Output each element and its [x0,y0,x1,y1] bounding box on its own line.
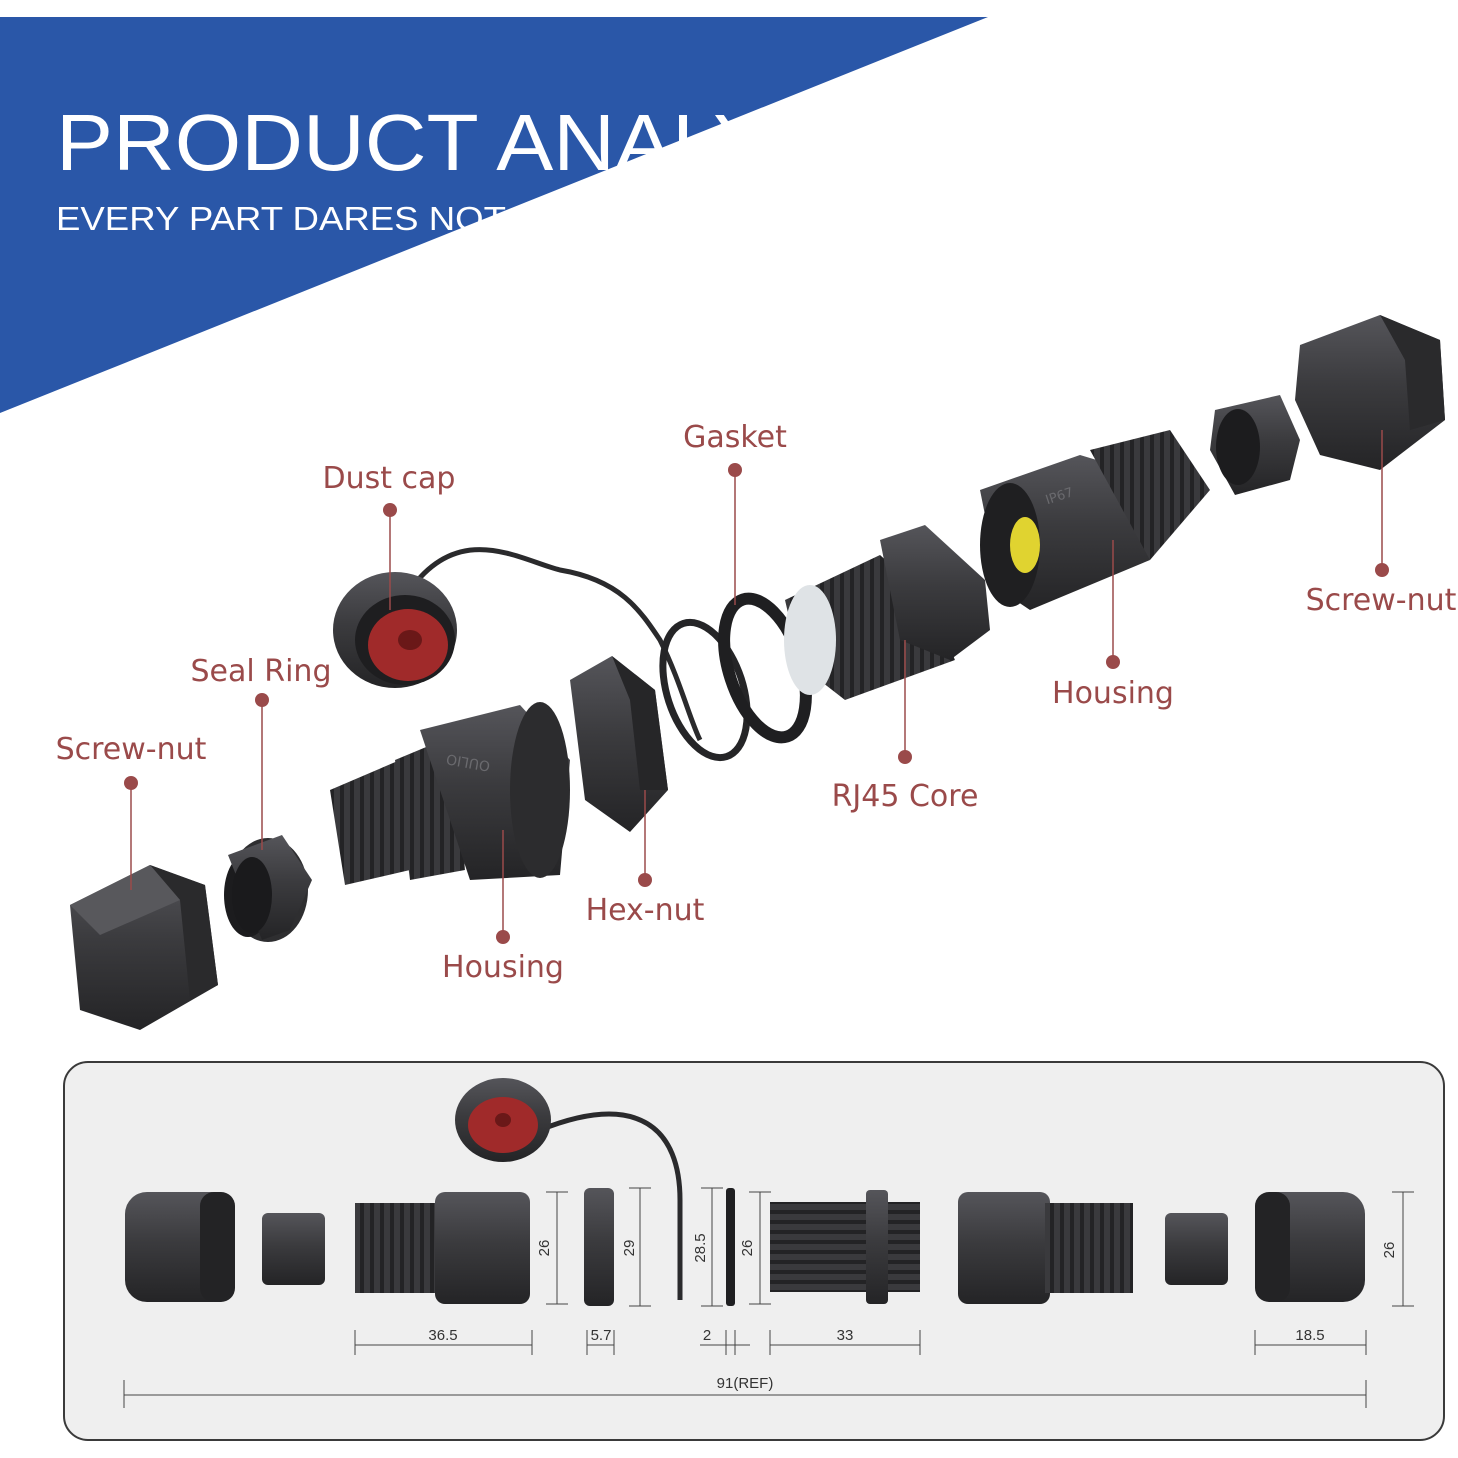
dim-hex-nut-height: 29 [621,1240,638,1257]
dim-screw-nut-height: 26 [1381,1242,1398,1259]
dust-cap-part [333,547,703,742]
screw-nut-left-part [70,865,218,1030]
page-title: PRODUCT ANALYSIS [56,98,908,187]
label-housing-left: Housing [442,950,564,985]
rj45-core-part [784,525,990,700]
dimension-lines [123,1187,1414,1408]
header-banner [0,17,988,413]
exploded-view: OULIO [70,315,1445,1030]
dimension-parts [125,1078,1365,1306]
dim-screw-nut-length: 18.5 [1295,1327,1324,1344]
screw-nut-right-part [1295,315,1445,470]
label-hex-nut: Hex-nut [586,893,705,928]
seal-ring-right-part [1210,395,1300,495]
dim-housing-length: 36.5 [428,1327,457,1344]
dim-total-length: 91(REF) [717,1375,774,1392]
dim-core-length: 33 [837,1327,854,1344]
seal-ring-left-part [224,835,312,942]
label-housing-right: Housing [1052,676,1174,711]
hex-nut-part [570,656,668,832]
label-dust-cap: Dust cap [323,461,456,496]
callout-dots [124,463,1389,944]
housing-left-part: OULIO [330,702,570,885]
label-screw-nut-right: Screw-nut [1306,583,1457,618]
dim-gasket-height: 28.5 [692,1233,709,1262]
housing-right-part: IP67 [980,430,1210,610]
label-gasket: Gasket [683,420,787,455]
dim-hex-nut-thickness: 5.7 [591,1327,612,1344]
dim-housing-height: 26 [536,1240,553,1257]
dim-core-height: 26 [739,1240,756,1257]
page-subtitle: EVERY PART DARES NOT BE NEGLECTED [56,200,798,237]
dim-gasket-thickness: 2 [703,1327,711,1344]
label-screw-nut-left: Screw-nut [56,732,207,767]
svg-text:OULIO: OULIO [445,750,491,773]
callouts [130,430,1383,937]
label-seal-ring: Seal Ring [191,654,332,689]
label-rj45-core: RJ45 Core [832,779,979,814]
